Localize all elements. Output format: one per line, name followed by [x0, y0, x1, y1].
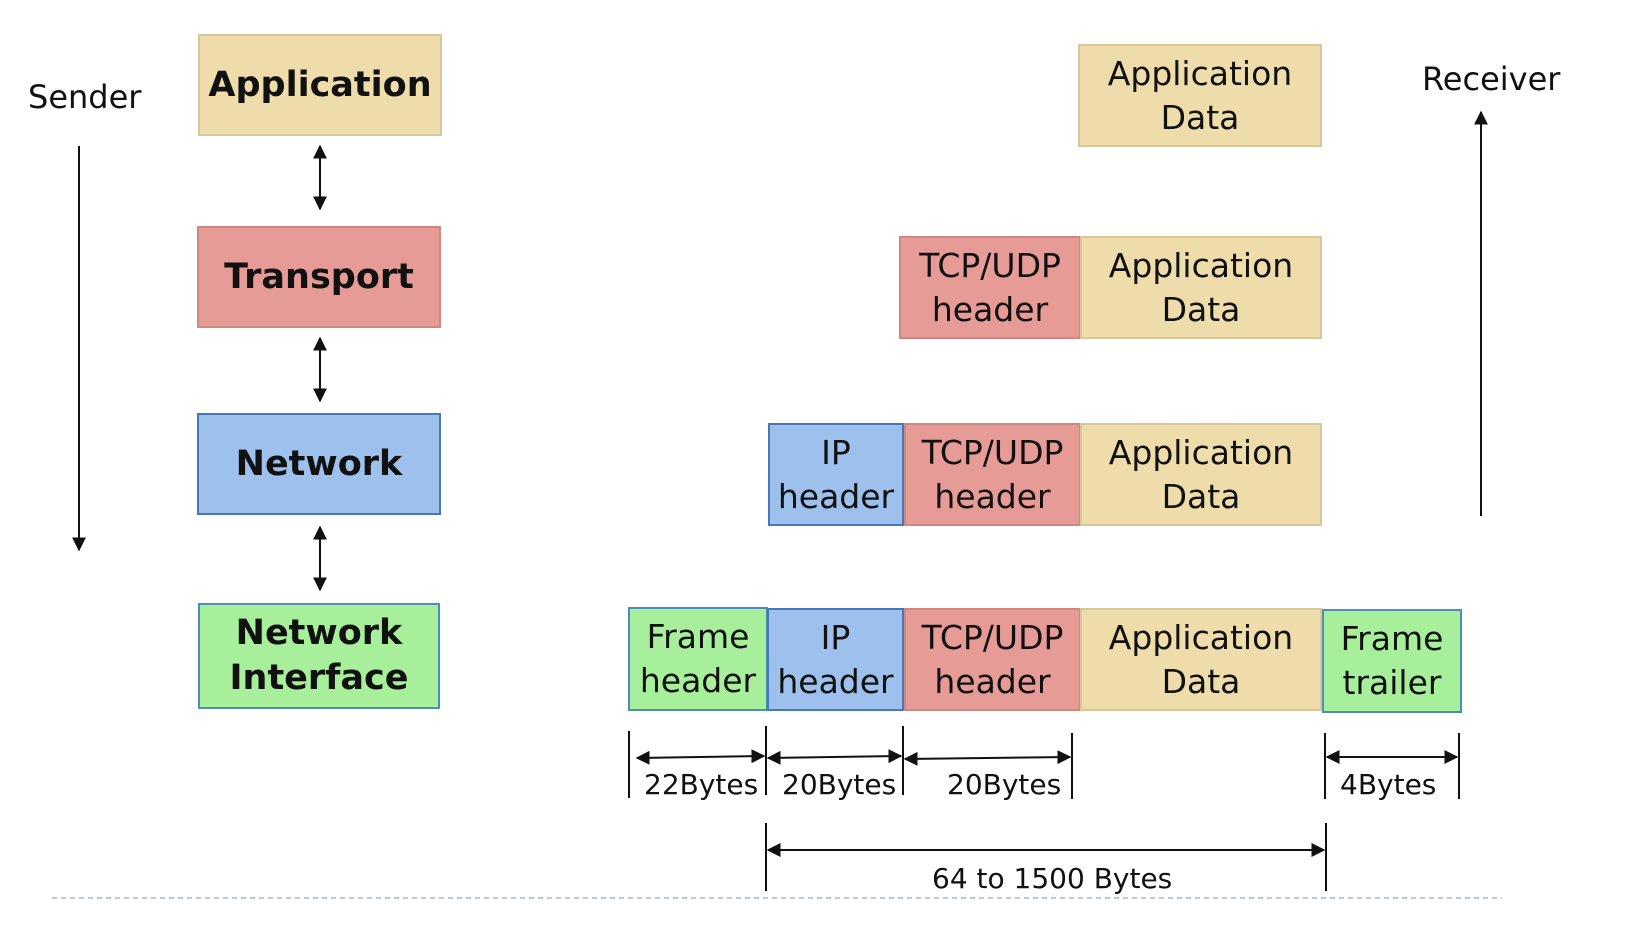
size-frame-header: 22Bytes: [644, 768, 759, 801]
layer-application: Application: [198, 34, 442, 136]
row3-app-data: Application Data: [1080, 423, 1322, 526]
row4-frame-header: Frame header: [628, 607, 768, 711]
size-frame-trailer: 4Bytes: [1340, 768, 1437, 801]
dimension-ticks: [628, 726, 1460, 891]
row3-ip-header: IP header: [768, 423, 904, 526]
row4-tcp-udp-header: TCP/UDP header: [904, 608, 1081, 711]
row2-app-data: Application Data: [1080, 236, 1322, 339]
row1-app-data: Application Data: [1078, 44, 1322, 147]
layer-network-interface: Network Interface: [198, 603, 440, 709]
layer-transport: Transport: [197, 226, 441, 328]
size-ip-header: 20Bytes: [782, 768, 897, 801]
row2-tcp-udp-header: TCP/UDP header: [899, 236, 1081, 339]
dim-frame-header: [635, 749, 766, 765]
row4-frame-trailer: Frame trailer: [1322, 609, 1462, 713]
row4-ip-header: IP header: [767, 608, 904, 711]
size-tcp-header: 20Bytes: [947, 768, 1062, 801]
layer-network: Network: [197, 413, 441, 515]
row3-tcp-udp-header: TCP/UDP header: [904, 423, 1081, 526]
size-payload-range: 64 to 1500 Bytes: [932, 862, 1173, 895]
dim-ip-header: [766, 749, 903, 765]
sender-label: Sender: [28, 78, 142, 116]
dim-tcp-header: [903, 750, 1072, 766]
row4-app-data: Application Data: [1080, 608, 1322, 711]
receiver-label: Receiver: [1422, 60, 1561, 98]
